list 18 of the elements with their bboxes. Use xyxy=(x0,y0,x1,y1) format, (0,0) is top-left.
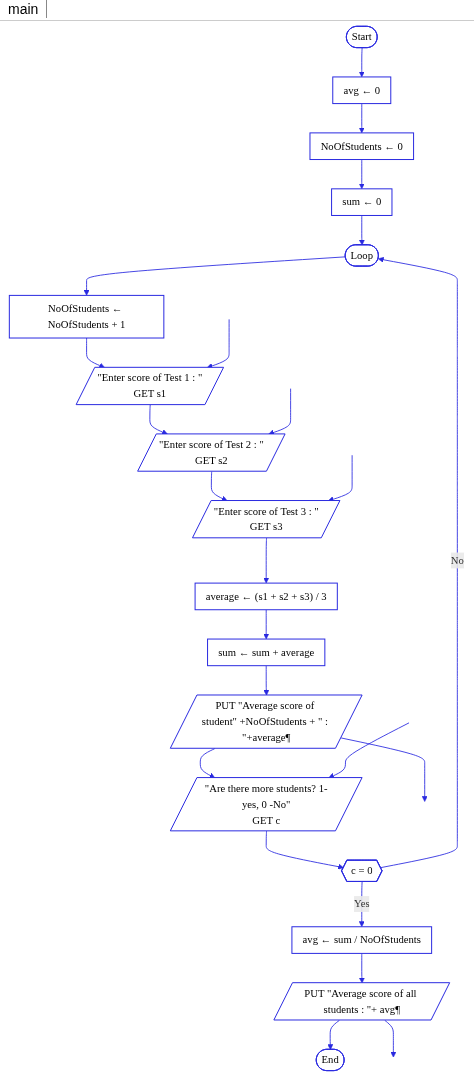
flowchart-step: avg ← sum / NoOfStudents xyxy=(291,926,433,954)
flowchart-step: sum ← 0 xyxy=(331,188,393,216)
flowchart-step: "Are there more students? 1-yes, 0 -No" GET c xyxy=(170,777,363,832)
flowchart-step: NoOfStudents ← NoOfStudents + 1 xyxy=(9,294,165,339)
flowchart-step: NoOfStudents ← 0 xyxy=(309,132,415,161)
flowchart-step: "Enter score of Test 3 : " GET s3 xyxy=(192,500,341,539)
flowchart-step: Loop xyxy=(345,244,380,267)
flowchart-step: PUT "Average score of all students : "+ avg¶ xyxy=(273,982,451,1021)
flowchart-step: "Enter score of Test 1 : " GET s1 xyxy=(76,366,225,406)
flowchart-step: sum ← sum + average xyxy=(207,638,326,667)
flowchart-step: c = 0 xyxy=(341,859,383,882)
flowchart-step: average ← (s1 + s2 + s3) / 3 xyxy=(195,582,339,611)
tab-label: main xyxy=(0,0,48,18)
flowchart-step: Start xyxy=(346,25,379,49)
flowchart-step: PUT "Average score of student" +NoOfStudents + " : "+average¶ xyxy=(170,694,363,749)
flowchart-step: "Enter score of Test 2 : " GET s2 xyxy=(137,433,286,472)
flowchart-step: avg ← 0 xyxy=(332,76,392,105)
flowchart-step: End xyxy=(316,1048,345,1072)
